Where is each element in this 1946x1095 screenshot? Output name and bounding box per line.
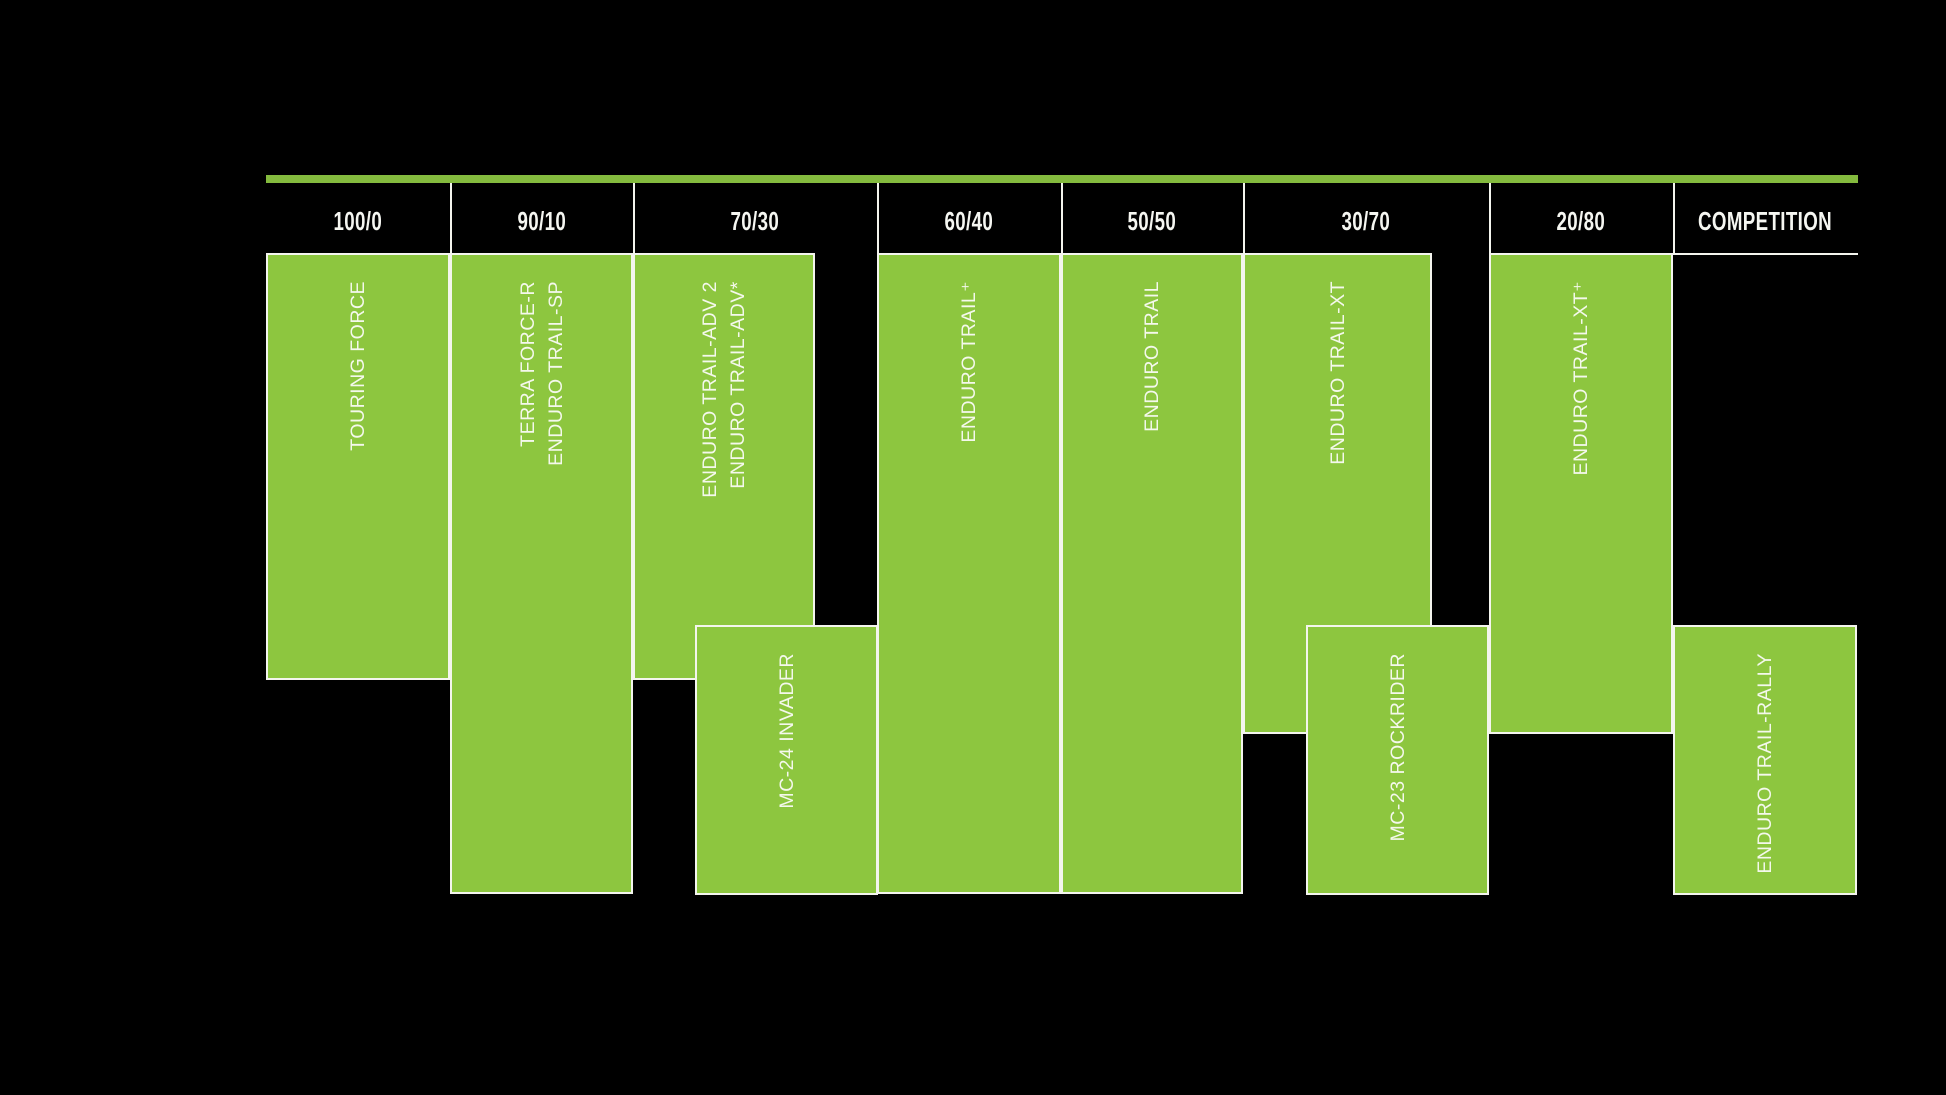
product-label: MC-24 INVADER: [775, 653, 798, 809]
product-block-touring-force: TOURING FORCE: [266, 253, 450, 680]
product-label: ENDURO TRAIL-XT⁺: [1570, 281, 1592, 476]
category-label: 30/70: [1341, 206, 1391, 236]
product-label: ENDURO TRAIL⁺: [958, 281, 980, 443]
header-separator: [1489, 183, 1491, 253]
header-cell-50-50: 50/50: [1061, 183, 1243, 253]
chart-area: 100/0 90/10 70/30 60/40 50/50 30/70 20/8…: [266, 175, 1858, 903]
category-axis-bar: [266, 175, 1858, 183]
category-label: 50/50: [1127, 206, 1177, 236]
header-cell-60-40: 60/40: [877, 183, 1061, 253]
product-block-enduro-trail-xt-plus: ENDURO TRAIL-XT⁺: [1489, 253, 1673, 734]
header-separator: [877, 183, 879, 253]
product-block-enduro-trail-rally: ENDURO TRAIL-RALLY: [1673, 625, 1857, 895]
product-block-enduro-trail-adv: ENDURO TRAIL-ADV 2 ENDURO TRAIL-ADV*: [633, 253, 815, 680]
header-separator: [1673, 183, 1675, 253]
category-label: 70/30: [730, 206, 780, 236]
product-label: ENDURO TRAIL: [1141, 281, 1163, 432]
category-label: COMPETITION: [1698, 206, 1833, 236]
competition-header-underline: [1673, 253, 1858, 255]
category-label: 100/0: [333, 206, 383, 236]
product-label: TOURING FORCE: [347, 281, 369, 451]
header-cell-30-70: 30/70: [1243, 183, 1489, 253]
product-label: ENDURO TRAIL-RALLY: [1754, 653, 1776, 874]
header-cell-competition: COMPETITION: [1673, 183, 1858, 253]
header-separator: [1243, 183, 1245, 253]
product-block-mc23-rockrider: MC-23 ROCKRIDER: [1306, 625, 1489, 895]
product-block-enduro-trail: ENDURO TRAIL: [1061, 253, 1243, 894]
product-block-mc24-invader: MC-24 INVADER: [695, 625, 878, 895]
product-label: ENDURO TRAIL-XT: [1326, 281, 1349, 465]
product-block-terra-force-r: TERRA FORCE-R ENDURO TRAIL-SP: [450, 253, 633, 894]
category-label: 90/10: [517, 206, 566, 236]
category-label: 20/80: [1556, 206, 1606, 236]
header-cell-100-0: 100/0: [266, 183, 450, 253]
header-cell-70-30: 70/30: [633, 183, 877, 253]
header-separator: [450, 183, 452, 253]
product-label: TERRA FORCE-R ENDURO TRAIL-SP: [516, 281, 567, 466]
product-label: MC-23 ROCKRIDER: [1386, 653, 1409, 842]
header-separator: [1061, 183, 1063, 253]
header-cell-20-80: 20/80: [1489, 183, 1673, 253]
category-label: 60/40: [944, 206, 994, 236]
product-block-enduro-trail-plus: ENDURO TRAIL⁺: [877, 253, 1061, 894]
header-cell-90-10: 90/10: [450, 183, 633, 253]
product-label: ENDURO TRAIL-ADV 2 ENDURO TRAIL-ADV*: [699, 281, 749, 498]
header-separator: [633, 183, 635, 253]
